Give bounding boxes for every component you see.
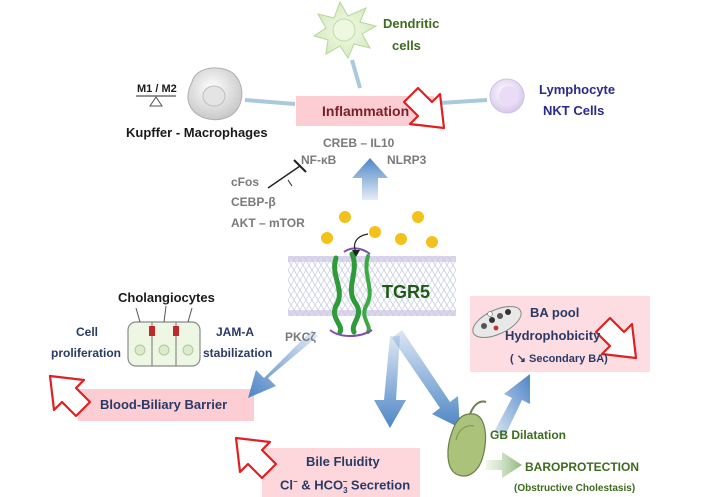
nfkb-label: NF-κB <box>301 153 337 167</box>
inhibition-mark <box>267 159 307 189</box>
increase-arrow-bile-icon <box>234 436 278 480</box>
bicarbonate-subscript: 3 <box>343 485 348 495</box>
lymphocyte-label: Lymphocyte <box>539 82 616 97</box>
ba-pool-label: BA pool <box>530 305 580 320</box>
link-lymphocyte <box>439 98 488 105</box>
creb-label: CREB – IL10 <box>323 136 395 150</box>
gb-dilatation-label: GB Dilatation <box>490 428 567 442</box>
link-dendritic <box>350 59 362 89</box>
arrow-up-inflammation <box>352 158 388 200</box>
gallbladder-icon <box>447 400 487 477</box>
dendritic-cell-icon <box>312 0 378 60</box>
jama-label-2: stabilization <box>203 346 273 360</box>
nlrp3-label: NLRP3 <box>387 153 427 167</box>
inflammation-label: Inflammation <box>322 103 410 119</box>
ligand-binding-arrowhead <box>352 250 360 257</box>
secretion-label: Cl− & HCO3− Secretion <box>280 478 410 495</box>
chloride-charge: − <box>293 477 298 486</box>
hydrophobicity-label: Hydrophobicity <box>505 328 601 343</box>
bicarbonate-charge: − <box>342 477 348 486</box>
ligand-binding-arrow <box>353 233 369 253</box>
dendritic-label-2: cells <box>392 38 421 53</box>
cfos-label: cFos <box>231 175 260 189</box>
link-kupffer <box>244 98 296 106</box>
arrow-to-bile <box>374 336 406 428</box>
dendritic-label-1: Dendritic <box>383 16 440 31</box>
lymphocyte-icon <box>489 78 525 114</box>
secondary-ba-label: ( ↘ Secondary BA) <box>510 353 608 365</box>
decrease-arrow-inflammation-icon <box>402 86 446 130</box>
secretion-text: Secretion <box>347 477 411 493</box>
arrow-to-baroprotection <box>486 452 522 478</box>
tgr5-receptor-icon <box>329 247 373 337</box>
m1m2-label: M1 / M2 <box>137 83 177 95</box>
nkt-label: NKT Cells <box>543 103 605 118</box>
blood-biliary-label: Blood-Biliary Barrier <box>100 397 228 412</box>
cebp-label: CEBP-β <box>231 195 276 209</box>
cell-membrane <box>288 256 456 316</box>
chloride-text: Cl <box>280 477 293 493</box>
proliferation-label: proliferation <box>51 346 122 360</box>
akt-label: AKT – mTOR <box>231 216 305 230</box>
bile-band <box>262 448 420 497</box>
decrease-arrow-ba-icon <box>594 316 638 360</box>
cell-label: Cell <box>76 325 99 339</box>
bile-acid-dots <box>321 211 438 248</box>
bile-fluidity-label: Bile Fluidity <box>306 454 380 469</box>
arrow-to-bbb <box>248 330 318 398</box>
arrow-to-gb <box>392 330 460 428</box>
balance-icon <box>136 95 176 107</box>
bicarbonate-text: & HCO <box>297 477 344 493</box>
arrow-to-ba <box>494 374 530 438</box>
cholangiocytes-label: Cholangiocytes <box>118 290 215 305</box>
increase-arrow-bbb-icon <box>48 374 92 418</box>
bbb-band <box>78 389 254 421</box>
bile-acid-molecule-icon <box>472 306 522 338</box>
tgr5-label: TGR5 <box>382 282 431 302</box>
baroprotection-label: BAROPROTECTION <box>525 460 639 474</box>
pkcz-label: PKCζ <box>285 330 316 344</box>
kupffer-label: Kupffer - Macrophages <box>126 125 268 140</box>
jama-label-1: JAM-A <box>216 325 254 339</box>
obstructive-label: (Obstructive Cholestasis) <box>514 483 636 494</box>
macrophage-icon <box>187 67 243 121</box>
cholangiocytes-icon <box>127 305 201 367</box>
